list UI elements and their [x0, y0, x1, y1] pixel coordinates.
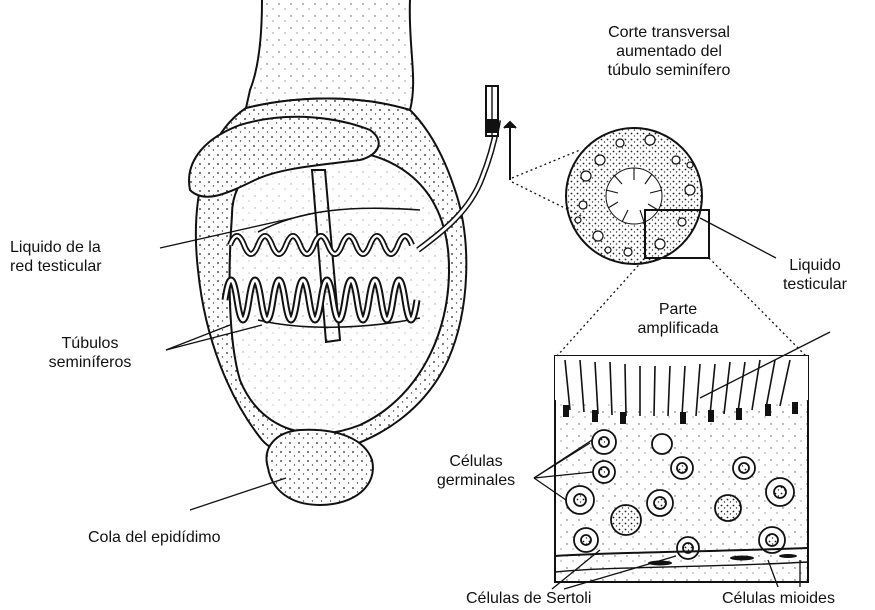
epididymis-tail-label: Cola del epidídimo: [88, 528, 288, 547]
magnified-view: [555, 356, 808, 582]
epididymis-tail: [267, 430, 373, 505]
tubule-cross-section: [566, 128, 709, 264]
testis-illustration: [189, 0, 516, 505]
testicular-fluid-label: Liquido testicular: [760, 256, 870, 294]
myoid-cells-label: Células mioides: [722, 589, 872, 608]
germ-cells-label: Células germinales: [420, 452, 532, 490]
rete-testis-fluid-label: Liquido de la red testicular: [10, 238, 170, 276]
sertoli-cells-label: Células de Sertoli: [466, 589, 636, 608]
seminiferous-tubules-label: Túbulos seminíferos: [34, 334, 146, 372]
cross-section-title: Corte transversal aumentado del túbulo s…: [576, 23, 762, 80]
spermatic-cord: [246, 0, 413, 110]
magnified-part-label: Parte amplificada: [618, 300, 738, 338]
